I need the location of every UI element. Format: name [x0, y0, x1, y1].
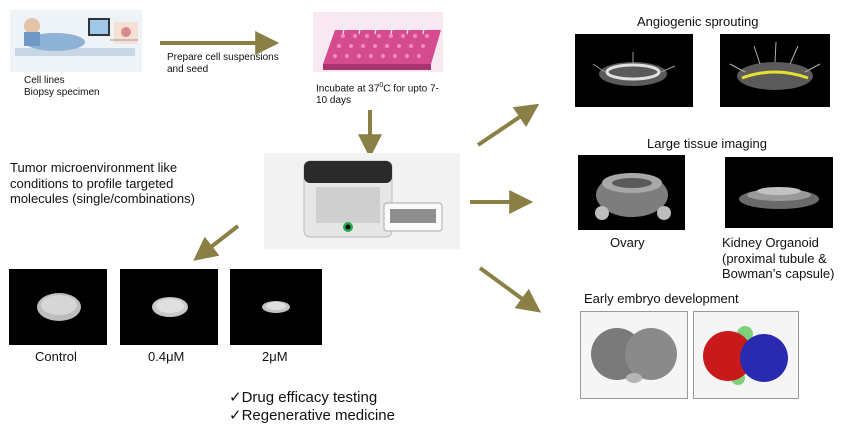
incubate-sup: 0 [379, 82, 384, 89]
source-label: Cell lines Biopsy specimen [24, 75, 100, 99]
prepare-label: Prepare cell suspensions and seed [167, 52, 279, 76]
tumor-line-3: molecules (single/combinations) [10, 191, 195, 207]
incubate-label: Incubate at 370C for upto 7- 10 days [316, 82, 439, 107]
dose-panel-0-4um [120, 269, 218, 345]
well-plate-photo [313, 12, 443, 72]
kidney-label: Kidney Organoid (proximal tubule & Bowma… [722, 235, 834, 282]
dose-label-2um: 2μM [262, 349, 288, 364]
arrow-to-angiogenic [476, 103, 540, 147]
source-line-1: Cell lines [24, 75, 65, 86]
prepare-line-2: and seed [167, 64, 209, 75]
angiogenic-panel-1 [575, 34, 693, 107]
embryo-panel-colored [693, 311, 799, 399]
clinical-illustration [10, 10, 142, 72]
application-regenerative: ✓Regenerative medicine [229, 407, 395, 424]
incubate-pre: Incubate at 37 [316, 83, 380, 95]
embryo-title: Early embryo development [584, 291, 739, 306]
tumor-line-1: Tumor microenvironment like [10, 160, 178, 175]
incubate-line-2: 10 days [316, 95, 352, 107]
imaging-instrument [264, 153, 460, 249]
applications-list: ✓Drug efficacy testing ✓Regenerative med… [229, 389, 395, 425]
dose-panel-2um [230, 269, 322, 345]
kidney-line-3: Bowman’s capsule) [722, 266, 835, 282]
tumor-line-2: conditions to profile targeted [10, 175, 174, 191]
incubate-post: C for upto 7- [383, 83, 439, 95]
angiogenic-panel-2 [720, 34, 830, 107]
application-drug-efficacy: ✓Drug efficacy testing [229, 389, 378, 406]
ovary-label: Ovary [610, 235, 645, 250]
dose-label-0-4um: 0.4μM [148, 349, 185, 364]
arrow-to-dose [193, 224, 240, 261]
kidney-line-2: (proximal tubule & [722, 250, 827, 266]
large-tissue-title: Large tissue imaging [647, 136, 767, 151]
dose-panel-control [9, 269, 107, 345]
kidney-line-1: Kidney Organoid [722, 235, 819, 250]
ovary-panel [578, 155, 685, 230]
kidney-organoid-panel [725, 157, 833, 228]
prepare-line-1: Prepare cell suspensions [167, 52, 279, 63]
angiogenic-title: Angiogenic sprouting [637, 14, 759, 29]
dose-label-control: Control [35, 349, 77, 364]
tumor-description: Tumor microenvironment like conditions t… [10, 160, 195, 207]
embryo-panel-gray [580, 311, 688, 399]
source-line-2: Biopsy specimen [24, 87, 100, 98]
arrow-to-embryo [478, 266, 542, 313]
incubate-line-1: Incubate at 370C for upto 7- [316, 82, 439, 95]
